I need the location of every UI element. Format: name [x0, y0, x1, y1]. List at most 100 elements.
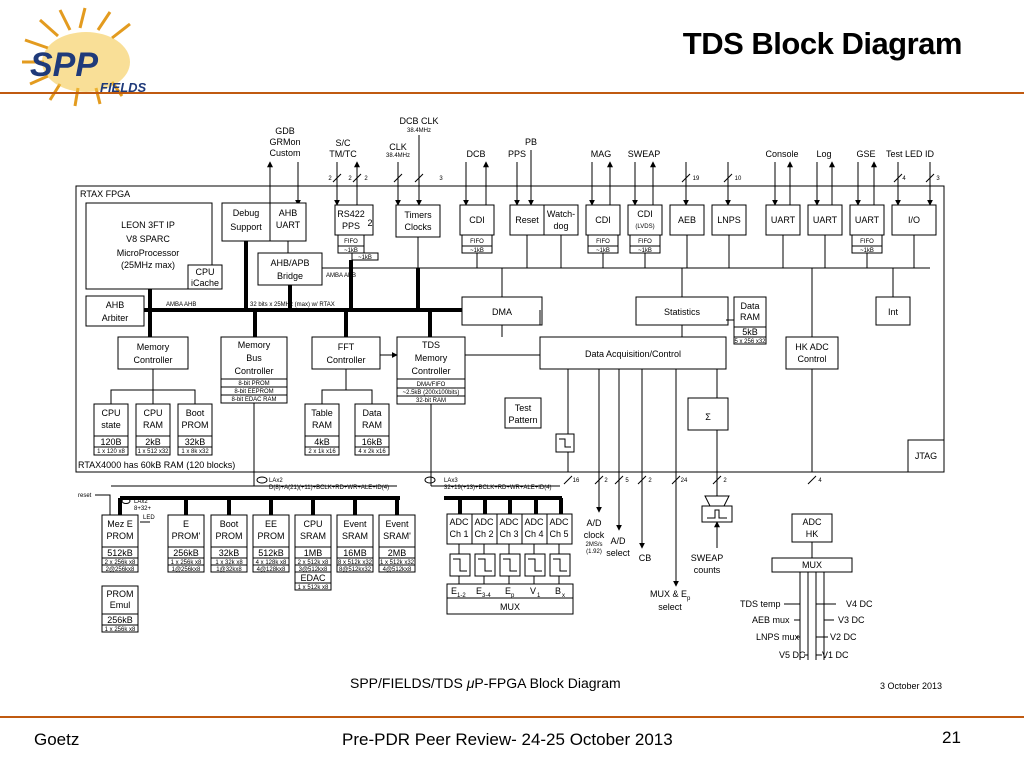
event-sram2-block: Event SRAM' 2MB 1 x 512k x32 4@512kx8: [378, 514, 416, 573]
svg-text:RAM: RAM: [143, 420, 163, 430]
fpga-outline: [75, 185, 945, 473]
svg-text:Memory: Memory: [415, 353, 448, 363]
svg-text:LNPS mux: LNPS mux: [756, 632, 800, 642]
ext-pb: PB: [525, 137, 537, 147]
svg-text:2MS/s: 2MS/s: [585, 542, 602, 548]
svg-text:2@256kx8: 2@256kx8: [106, 567, 135, 573]
svg-text:SRAM: SRAM: [342, 531, 368, 541]
svg-text:Boot: Boot: [186, 408, 205, 418]
svg-text:RS422: RS422: [337, 209, 365, 219]
svg-text:state: state: [101, 420, 121, 430]
filter-icons: [449, 553, 571, 584]
svg-text:Control: Control: [797, 354, 826, 364]
svg-text:Arbiter: Arbiter: [102, 313, 129, 323]
svg-text:MUX & E: MUX & E: [650, 589, 687, 599]
diagram-date: 3 October 2013: [880, 681, 942, 691]
svg-text:Emul: Emul: [110, 600, 131, 610]
svg-text:Data Acquisition/Control: Data Acquisition/Control: [585, 349, 681, 359]
svg-text:ADC: ADC: [802, 517, 822, 527]
svg-text:FIFO: FIFO: [470, 239, 484, 245]
svg-text:Controller: Controller: [234, 366, 273, 376]
svg-text:~1kB: ~1kB: [596, 248, 610, 254]
svg-text:8-bit EEPROM: 8-bit EEPROM: [234, 389, 273, 395]
uart-gse-block: UART FIFO ~1kB: [849, 204, 885, 254]
amba-ahb-label: AMBA AHB: [166, 302, 196, 308]
svg-text:select: select: [606, 548, 630, 558]
num-3b: 3: [936, 176, 940, 182]
ram-note: RTAX4000 has 60kB RAM (120 blocks): [78, 460, 235, 470]
svg-text:ADC: ADC: [499, 517, 519, 527]
svg-text:Statistics: Statistics: [664, 307, 701, 317]
svg-text:Timers: Timers: [404, 210, 432, 220]
svg-text:AHB: AHB: [279, 208, 298, 218]
adc-hk-block: ADC HK MUX TDS temp AEB mux LNPS mux V5 …: [740, 513, 873, 660]
svg-text:16kB: 16kB: [362, 437, 383, 447]
svg-text:UART: UART: [813, 215, 838, 225]
cpu-sram-block: CPU SRAM 1MB 2 x 512k x8 3@512kx8 EDAC 1…: [294, 514, 332, 591]
svg-text:MicroProcessor: MicroProcessor: [117, 248, 180, 258]
svg-text:SRAM: SRAM: [300, 531, 326, 541]
ext-sweap: SWEAP: [628, 149, 661, 159]
svg-text:Ch 3: Ch 3: [499, 529, 518, 539]
svg-text:LNPS: LNPS: [717, 215, 741, 225]
svg-text:(LVDS): (LVDS): [635, 224, 654, 230]
svg-text:ADC: ADC: [474, 517, 494, 527]
svg-text:2: 2: [604, 478, 608, 484]
svg-text:CPU: CPU: [303, 519, 322, 529]
svg-text:4@128kx8: 4@128kx8: [257, 567, 286, 573]
num-10: 10: [735, 176, 742, 182]
svg-text:LAx2: LAx2: [269, 478, 283, 484]
svg-text:Debug: Debug: [233, 208, 260, 218]
svg-text:4 x 128k x8: 4 x 128k x8: [256, 560, 287, 566]
svg-text:Ch 1: Ch 1: [449, 529, 468, 539]
svg-text:Event: Event: [343, 519, 367, 529]
adc-channels: ADC Ch 1 ADC Ch 2 ADC Ch 3 ADC Ch 4 ADC …: [446, 513, 573, 554]
fpga-label: RTAX FPGA: [80, 189, 130, 199]
boot-prom-ext-block: Boot PROM 32kB 1 x 32k x8 1@32kx8: [210, 514, 248, 573]
mez-e-prom-block: Mez E PROM 512kB 2 x 256k x8 2@256kx8: [101, 514, 139, 573]
svg-text:RAM: RAM: [362, 420, 382, 430]
aeb-block: AEB: [669, 204, 705, 236]
svg-text:V3 DC: V3 DC: [838, 615, 865, 625]
svg-text:PROM: PROM: [216, 531, 243, 541]
svg-text:(25MHz max): (25MHz max): [121, 260, 175, 270]
svg-text:reset: reset: [78, 493, 92, 499]
sigma-block: Σ: [687, 397, 729, 431]
ad-control-signals: A/D clock 2MS/s (1.92) A/D select CB MUX…: [584, 472, 691, 612]
ahb-apb-bridge-block: AHB/APB Bridge: [257, 252, 323, 286]
int-block: Int: [875, 296, 911, 326]
svg-text:Table: Table: [311, 408, 333, 418]
svg-text:~1kB: ~1kB: [638, 248, 652, 254]
lower-signal-counts: 16 2 5 2 24 2 4: [563, 475, 822, 485]
svg-text:V8 SPARC: V8 SPARC: [126, 234, 170, 244]
svg-text:counts: counts: [694, 565, 721, 575]
ext-sc: S/C: [335, 138, 351, 148]
svg-text:CDI: CDI: [595, 215, 611, 225]
svg-text:1 x 8k x32: 1 x 8k x32: [181, 449, 209, 455]
svg-text:~1kB: ~1kB: [344, 248, 358, 254]
logo-fields: FIELDS: [100, 80, 147, 95]
ext-clk-freq: 38.4MHz: [386, 153, 410, 159]
boot-prom-block: Boot PROM 32kB 1 x 8k x32: [177, 403, 213, 456]
ahb-bus-drops: [148, 241, 432, 337]
svg-text:JTAG: JTAG: [915, 451, 937, 461]
svg-text:2 x 512k x8: 2 x 512k x8: [298, 560, 329, 566]
svg-text:AHB: AHB: [106, 300, 125, 310]
prom-emul-block: PROM Emul 256kB 1 x 256k x8: [101, 585, 139, 633]
svg-text:1 x 512k x8: 1 x 512k x8: [298, 585, 329, 591]
svg-text:Clocks: Clocks: [404, 222, 432, 232]
svg-text:1 x 512 x32: 1 x 512 x32: [137, 449, 169, 455]
svg-text:AHB/APB: AHB/APB: [270, 258, 309, 268]
svg-text:2: 2: [367, 218, 372, 228]
svg-text:1@32kx8: 1@32kx8: [216, 567, 242, 573]
svg-text:1-2: 1-2: [457, 593, 466, 599]
ext-grmon: GRMon: [269, 137, 300, 147]
svg-text:EE: EE: [265, 519, 277, 529]
svg-text:Test: Test: [515, 403, 532, 413]
footer-author: Goetz: [34, 730, 80, 749]
ext-mag: MAG: [591, 149, 612, 159]
svg-text:Mez E: Mez E: [107, 519, 133, 529]
svg-text:8+32+: 8+32+: [134, 506, 152, 512]
svg-text:Bus: Bus: [246, 353, 262, 363]
external-top-signals: GDB GRMon Custom S/C TM/TC CLK 38.4MHz D…: [269, 116, 934, 159]
